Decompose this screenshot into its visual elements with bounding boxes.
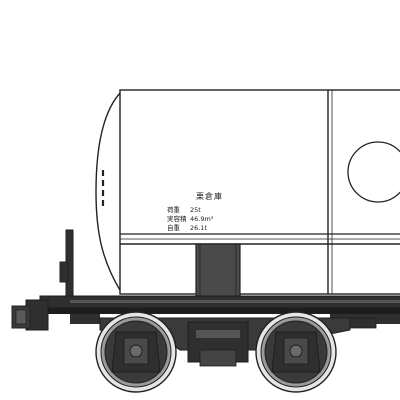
tank-body <box>95 89 400 301</box>
data-plate-value-3: 26.1t <box>190 224 207 232</box>
wheel-right <box>255 311 337 393</box>
data-plate-header: 栗倉庫 <box>196 191 223 201</box>
coupler <box>11 305 31 329</box>
end-handrail <box>59 229 74 301</box>
data-plate-value-2: 46.9m³ <box>190 215 214 223</box>
tank-barrel <box>119 89 400 295</box>
data-plate-value-1: 25t <box>190 206 201 214</box>
tank-saddle <box>195 243 241 301</box>
wheel-left <box>95 311 177 393</box>
tank-end-cap <box>95 90 122 295</box>
data-plate-label-1: 荷重 <box>167 205 181 214</box>
frame-bracket <box>349 317 377 329</box>
data-plate-label-3: 自重 <box>167 223 181 232</box>
tank-circle-mark <box>347 141 400 203</box>
data-plate-label-2: 実容積 <box>167 214 187 223</box>
data-plate: 栗倉庫 荷重 25t 実容積 46.9m³ 自重 26.1t <box>167 191 223 232</box>
